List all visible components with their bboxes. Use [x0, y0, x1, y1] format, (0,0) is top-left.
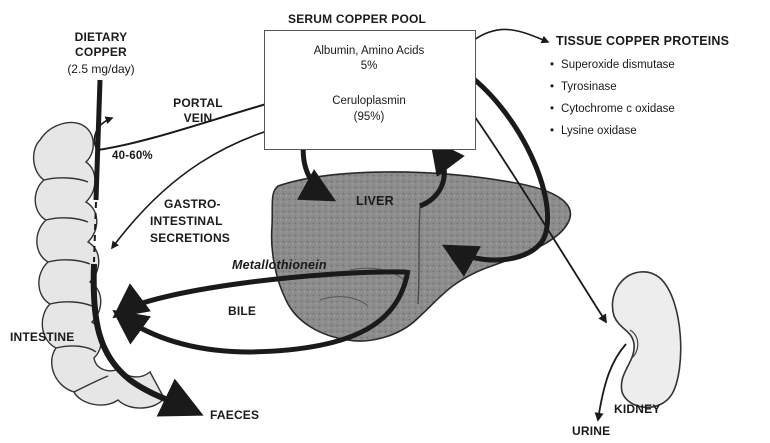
- liver-label: LIVER: [356, 194, 394, 208]
- tissue-protein-item: Tyrosinase: [550, 76, 675, 98]
- urine-label: URINE: [572, 424, 610, 438]
- faeces-label: FAECES: [210, 408, 259, 422]
- intestine-label: INTESTINE: [10, 330, 74, 344]
- pool-ceruloplasmin-label: Ceruloplasmin: [264, 95, 474, 107]
- kidney-illustration: [612, 272, 680, 408]
- tissue-protein-item: Lysine oxidase: [550, 120, 675, 142]
- tissue-proteins-title: TISSUE COPPER PROTEINS: [556, 34, 729, 48]
- dietary-amount-label: (2.5 mg/day): [42, 62, 160, 76]
- pool-albumin-label: Albumin, Amino Acids: [264, 45, 474, 57]
- metallothionein-label: Metallothionein: [232, 258, 327, 272]
- portal-vein-label: PORTAL VEIN: [166, 96, 230, 126]
- absorption-percent-label: 40-60%: [112, 150, 153, 162]
- tissue-protein-item: Cytochrome c oxidase: [550, 98, 675, 120]
- pool-albumin-percent: 5%: [264, 60, 474, 72]
- pool-ceruloplasmin-percent: (95%): [264, 111, 474, 123]
- kidney-label: KIDNEY: [614, 402, 661, 416]
- bile-label: BILE: [228, 304, 256, 318]
- tissue-protein-item: Superoxide dismutase: [550, 54, 675, 76]
- tissue-proteins-list: Superoxide dismutase Tyrosinase Cytochro…: [550, 54, 675, 142]
- gi-secretions-label: GASTRO- INTESTINAL SECRETIONS: [150, 196, 230, 247]
- serum-copper-pool-title: SERUM COPPER POOL: [288, 12, 426, 26]
- dietary-copper-label: DIETARY COPPER: [58, 30, 144, 60]
